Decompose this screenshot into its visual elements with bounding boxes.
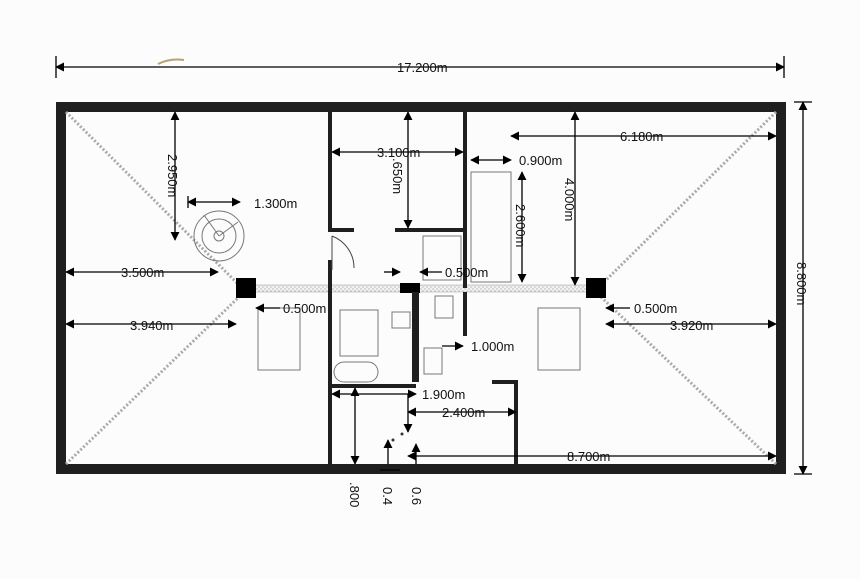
dimension-lines <box>55 56 812 475</box>
door-swing <box>331 235 355 270</box>
bathtub <box>339 309 379 357</box>
wc-2 <box>434 295 454 319</box>
label-right-small-width: 0.900m <box>519 153 562 168</box>
bed-left <box>257 307 301 371</box>
label-stair-width: 1.300m <box>254 196 297 211</box>
label-bath-to-right: 1.000m <box>471 339 514 354</box>
label-bottom-detail-a: 0.4 <box>380 487 395 505</box>
furniture <box>257 171 581 383</box>
spiral-stair <box>193 210 245 262</box>
column-left <box>236 278 256 298</box>
column-right <box>586 278 606 298</box>
label-left-top-height: 2.950m <box>165 154 180 197</box>
exterior-walls <box>56 102 786 474</box>
label-right-top-width: 6.180m <box>620 129 663 144</box>
wc-1 <box>391 311 411 329</box>
bottom-fixtures <box>391 432 404 442</box>
label-left-to-column: 3.940m <box>130 318 173 333</box>
dimension-labels: 17.200m 8.800m 2.950m 1.300m 3.500m 3.94… <box>121 60 809 507</box>
label-right-room-height: 2.600m <box>513 204 528 247</box>
label-bottom-right-width: 8.700m <box>567 449 610 464</box>
sink <box>333 361 379 383</box>
label-bottom-left-vertical: .800 <box>347 482 362 507</box>
label-right-column-gap: 0.500m <box>634 301 677 316</box>
label-right-to-wall: 3.920m <box>670 318 713 333</box>
wc-3 <box>423 347 443 375</box>
column-center <box>400 283 420 293</box>
label-right-room-depth: 4.000m <box>562 178 577 221</box>
label-bottom-detail-b: 0.6 <box>409 487 424 505</box>
interior-walls <box>328 112 518 464</box>
label-left-column-gap: 0.500m <box>283 301 326 316</box>
shower <box>422 235 462 281</box>
pencil-mark <box>157 58 185 65</box>
label-top-room-width: 3.100m <box>377 145 420 160</box>
label-left-to-stair: 3.500m <box>121 265 164 280</box>
label-overall-height: 8.800m <box>794 262 809 305</box>
label-overall-width: 17.200m <box>397 60 448 75</box>
bed-right <box>537 307 581 371</box>
wardrobe-right <box>470 171 512 283</box>
label-bottom-corridor-width: 2.400m <box>442 405 485 420</box>
label-bottom-mid-width: 1.900m <box>422 387 465 402</box>
label-top-room-depth: .650m <box>390 158 405 194</box>
label-center-gap: 0.500m <box>445 265 488 280</box>
